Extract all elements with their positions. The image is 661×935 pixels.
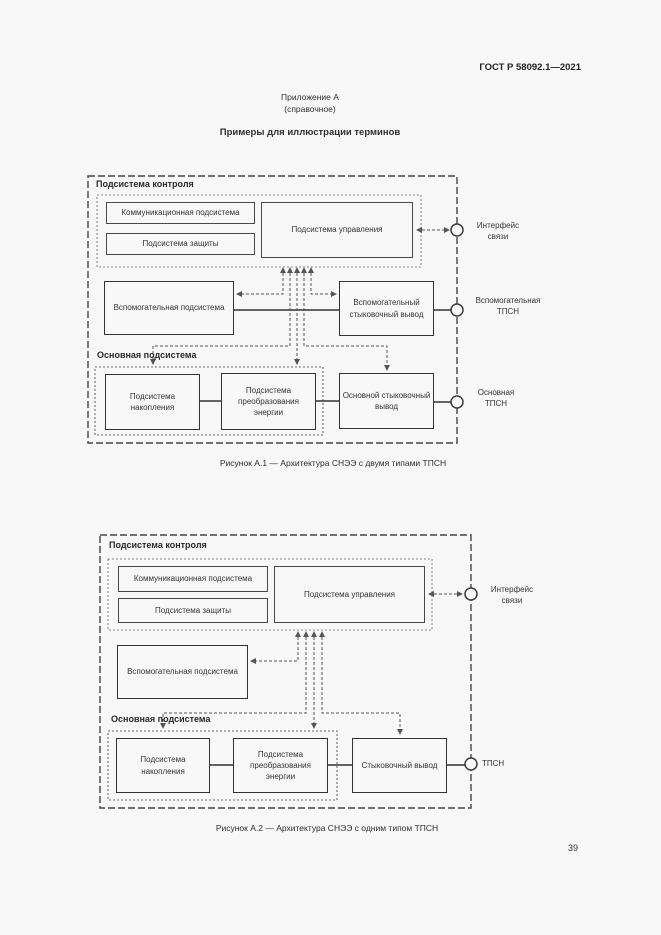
fig2-control-subsystem-box (99, 534, 472, 809)
fig2-tpsn-label: ТПСН (482, 759, 505, 768)
fig2-management-subsystem-box: Подсистема управления (274, 566, 425, 623)
fig1-auxiliary-output-box: Вспомогательный стыковочный вывод (339, 281, 434, 336)
appendix-note: (справочное) (284, 104, 336, 114)
figure2-dashed-connectors (160, 591, 463, 735)
fig1-main-tpsn-label: Основная ТПСН (477, 388, 515, 408)
figure2-caption: Рисунок А.2 — Архитектура СНЭЭ с одним т… (215, 823, 439, 833)
section-title: Примеры для иллюстрации терминов (219, 127, 401, 138)
figure2-terminal-circles (464, 587, 478, 771)
fig2-output-box: Стыковочный вывод (352, 738, 447, 793)
fig2-communication-subsystem-box: Коммуникационная подсистема (118, 566, 268, 592)
fig1-main-output-box: Основной стыковочный вывод (339, 373, 434, 429)
fig1-protection-subsystem-box: Подсистема защиты (106, 233, 255, 255)
page-number: 39 (568, 843, 579, 853)
fig2-protection-subsystem-box: Подсистема защиты (118, 598, 268, 623)
fig2-tpsn-terminal (464, 757, 478, 771)
document-header: ГОСТ Р 58092.1—2021 (479, 62, 581, 73)
fig1-interface-label: Интерфейс связи (476, 221, 520, 241)
figure1-terminal-circles (450, 223, 464, 409)
fig1-storage-subsystem-box: Подсистема накопления (105, 374, 200, 430)
fig2-interface-terminal (464, 587, 478, 601)
fig1-interface-terminal (450, 223, 464, 237)
fig1-conversion-subsystem-box: Подсистема преобразования энергии (221, 373, 316, 430)
fig1-auxiliary-subsystem-box: Вспомогательная подсистема (104, 281, 234, 335)
fig2-control-inner-box (107, 558, 433, 631)
fig1-control-subsystem-label: Подсистема контроля (96, 179, 194, 189)
fig2-interface-label: Интерфейс связи (490, 585, 534, 605)
fig2-conversion-subsystem-box: Подсистема преобразования энергии (233, 738, 328, 793)
fig1-aux-tpsn-label: Вспомогательная ТПСН (475, 296, 541, 316)
figure1-caption: Рисунок А.1 — Архитектура СНЭЭ с двумя т… (219, 458, 447, 468)
fig1-main-tpsn-terminal (450, 395, 464, 409)
fig1-aux-tpsn-terminal (450, 303, 464, 317)
fig2-auxiliary-subsystem-box: Вспомогательная подсистема (117, 645, 248, 699)
fig2-main-subsystem-label: Основная подсистема (111, 714, 211, 724)
fig2-storage-subsystem-box: Подсистема накопления (116, 738, 210, 793)
appendix-label: Приложение А (281, 92, 339, 102)
fig1-main-subsystem-label: Основная подсистема (97, 350, 197, 360)
figure2-dashed-boxes (99, 534, 472, 809)
fig2-main-subsystem-box (107, 730, 338, 801)
figure1-dashed-connectors (150, 227, 450, 371)
fig2-control-subsystem-label: Подсистема контроля (109, 540, 207, 550)
fig1-management-subsystem-box: Подсистема управления (261, 202, 413, 258)
fig1-communication-subsystem-box: Коммуникационная подсистема (106, 202, 255, 224)
